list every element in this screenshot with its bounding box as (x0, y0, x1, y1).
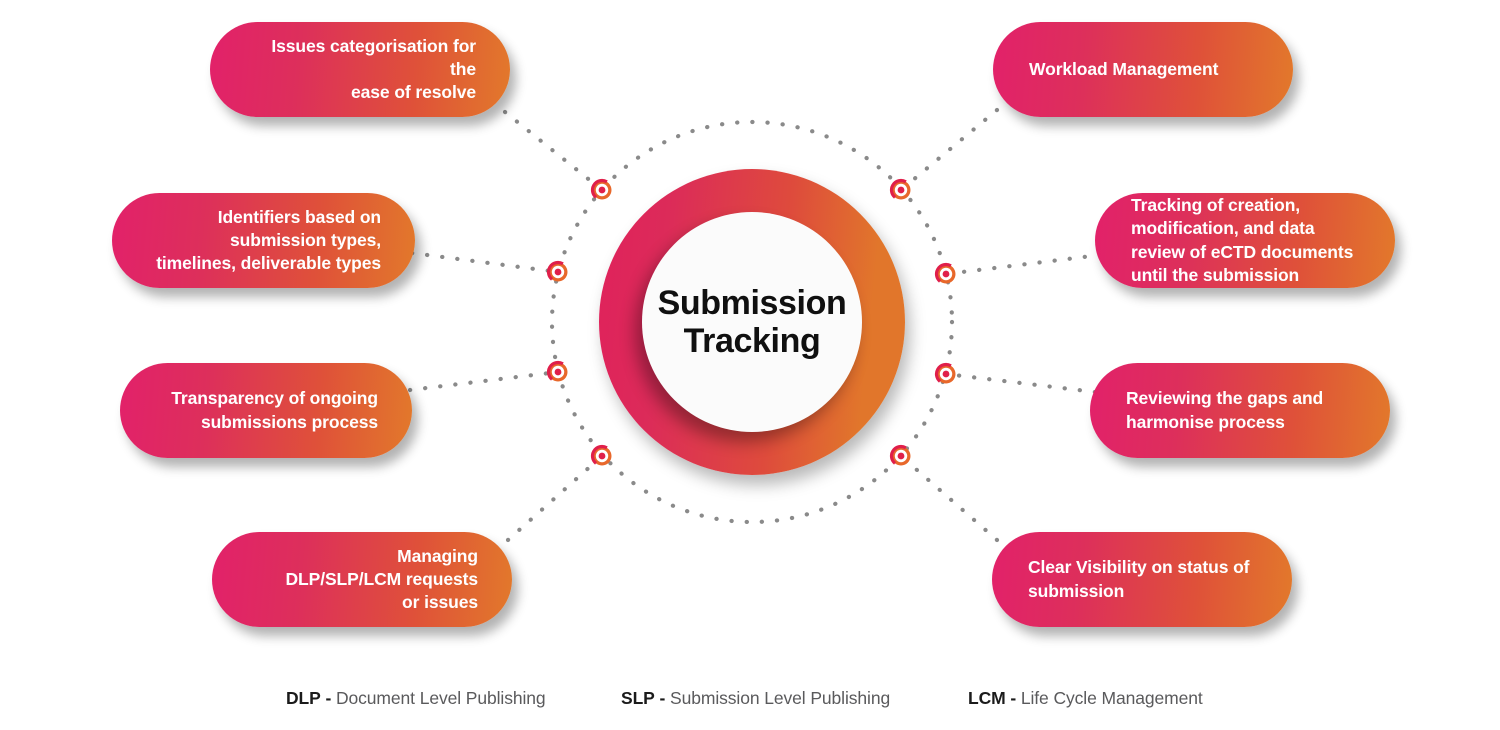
pill-label: Workload Management (1029, 58, 1219, 79)
node-outer-ring (936, 264, 956, 284)
node-core-dot (554, 368, 562, 376)
connector-tracking-creation-modification (943, 252, 1103, 277)
center-hub: Submission Tracking (599, 169, 905, 475)
node-accent-arc (934, 362, 958, 386)
pill-workload-management[interactable]: Workload Management (993, 22, 1293, 117)
pill-clear-visibility-status[interactable]: Clear Visibility on status of submission (992, 532, 1292, 627)
legend-item-lcm: LCM - Life Cycle Management (968, 688, 1203, 709)
pill-transparency-ongoing-submissions[interactable]: Transparency of ongoing submissions proc… (120, 363, 412, 458)
pill-managing-dlp-slp-lcm[interactable]: Managing DLP/SLP/LCM requests or issues (212, 532, 512, 627)
legend-dash: - (659, 688, 666, 708)
legend-abbr: LCM (968, 688, 1006, 708)
pill-label: Issues categorisation for the ease of re… (271, 35, 476, 103)
connector-clear-visibility-status (898, 453, 1000, 543)
node-mid-lower-right-icon (934, 362, 958, 386)
legend-item-slp: SLP - Submission Level Publishing (621, 688, 890, 709)
node-accent-arc (546, 360, 570, 384)
legend-dash: - (1010, 688, 1017, 708)
pill-label: Tracking of creation, modification, and … (1131, 195, 1354, 285)
pill-tracking-creation-modification[interactable]: Tracking of creation, modification, and … (1095, 193, 1395, 288)
pill-label: Identifiers based on submission types, t… (156, 206, 381, 274)
node-core-dot (554, 268, 562, 276)
node-core-dot (942, 270, 950, 278)
pill-label: Clear Visibility on status of submission (1028, 557, 1250, 601)
legend-abbr: DLP (286, 688, 321, 708)
hub-inner-circle: Submission Tracking (641, 211, 863, 433)
node-outer-ring (548, 262, 568, 282)
legend-abbr: SLP (621, 688, 655, 708)
pill-label: Managing DLP/SLP/LCM requests or issues (285, 545, 479, 613)
connector-transparency-ongoing-submissions (407, 369, 561, 393)
pill-label: Transparency of ongoing submissions proc… (171, 388, 378, 432)
connector-workload-management (898, 107, 1000, 193)
node-accent-arc (934, 262, 958, 286)
node-outer-ring (548, 362, 568, 382)
node-core-dot (942, 370, 950, 378)
pill-reviewing-gaps-harmonise[interactable]: Reviewing the gaps and harmonise process (1090, 363, 1390, 458)
legend-full-text: Life Cycle Management (1020, 688, 1203, 708)
connector-reviewing-gaps-harmonise (943, 371, 1098, 395)
hub-title: Submission Tracking (657, 283, 847, 360)
node-mid-ring (939, 267, 953, 281)
node-mid-ring (551, 365, 565, 379)
connector-identifiers-submission-types (409, 250, 561, 275)
legend-item-dlp: DLP - Document Level Publishing (286, 688, 546, 709)
legend-full-text: Submission Level Publishing (670, 688, 891, 708)
legend: DLP - Document Level Publishing SLP - Sub… (0, 688, 1500, 718)
connector-managing-dlp-slp-lcm (505, 453, 605, 543)
pill-label: Reviewing the gaps and harmonise process (1126, 388, 1324, 432)
node-mid-lower-left-icon (546, 360, 570, 384)
node-accent-arc (546, 260, 570, 284)
pill-issues-categorisation[interactable]: Issues categorisation for the ease of re… (210, 22, 510, 117)
node-mid-ring (939, 367, 953, 381)
node-mid-ring (551, 265, 565, 279)
node-outer-ring (936, 364, 956, 384)
legend-full-text: Document Level Publishing (335, 688, 546, 708)
legend-dash: - (325, 688, 332, 708)
node-mid-upper-left-icon (546, 260, 570, 284)
pill-identifiers-submission-types[interactable]: Identifiers based on submission types, t… (112, 193, 415, 288)
node-mid-upper-right-icon (934, 262, 958, 286)
connector-issues-categorisation (502, 109, 605, 193)
